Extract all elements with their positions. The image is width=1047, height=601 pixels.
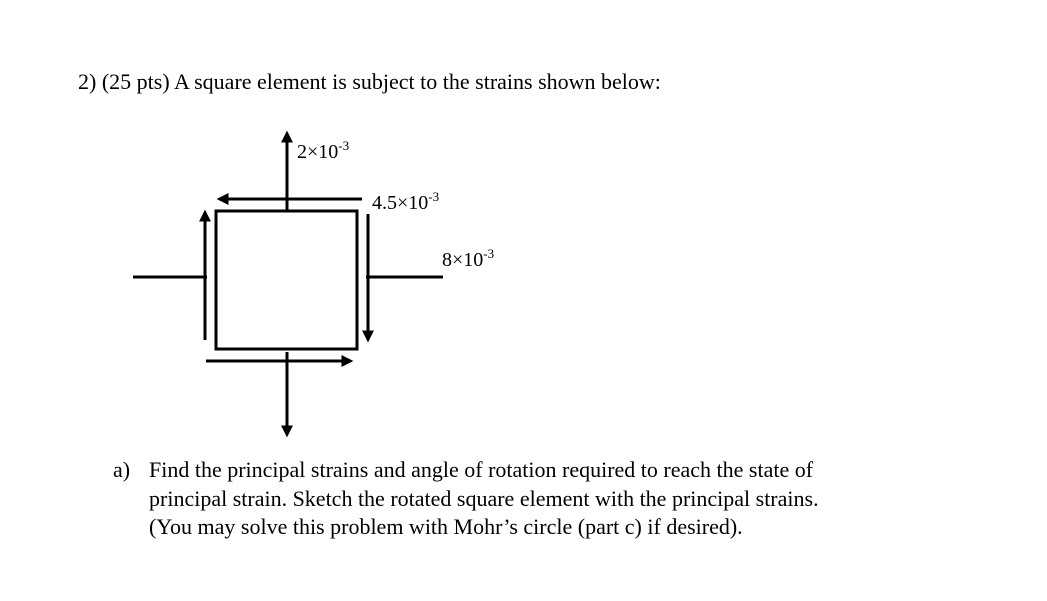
shear-strain-exponent: -3	[428, 189, 440, 204]
normal-strain-y-exponent: -3	[338, 138, 350, 153]
square-element	[214, 209, 359, 351]
part-a-line-2: principal strain. Sketch the rotated squ…	[149, 485, 819, 511]
shear-strain-mantissa: 4.5×10	[372, 192, 429, 214]
problem-statement: 2) (25 pts) A square element is subject …	[78, 69, 661, 94]
normal-strain-x-mantissa: 8×10	[442, 249, 484, 271]
shear-strain-label: 4.5×10-3	[372, 189, 440, 217]
normal-strain-y-mantissa: 2×10	[297, 141, 339, 163]
part-a-line-3: (You may solve this problem with Mohr’s …	[149, 514, 743, 539]
part-a-marker: a)	[113, 457, 131, 482]
normal-strain-x-exponent: -3	[483, 246, 495, 261]
part-a-text: Find the principal strains and angle of …	[149, 456, 929, 542]
normal-strain-y-label: 2×10-3	[297, 138, 350, 166]
part-a-line-1: Find the principal strains and angle of …	[149, 457, 814, 482]
normal-strain-x-label: 8×10-3	[442, 246, 495, 274]
